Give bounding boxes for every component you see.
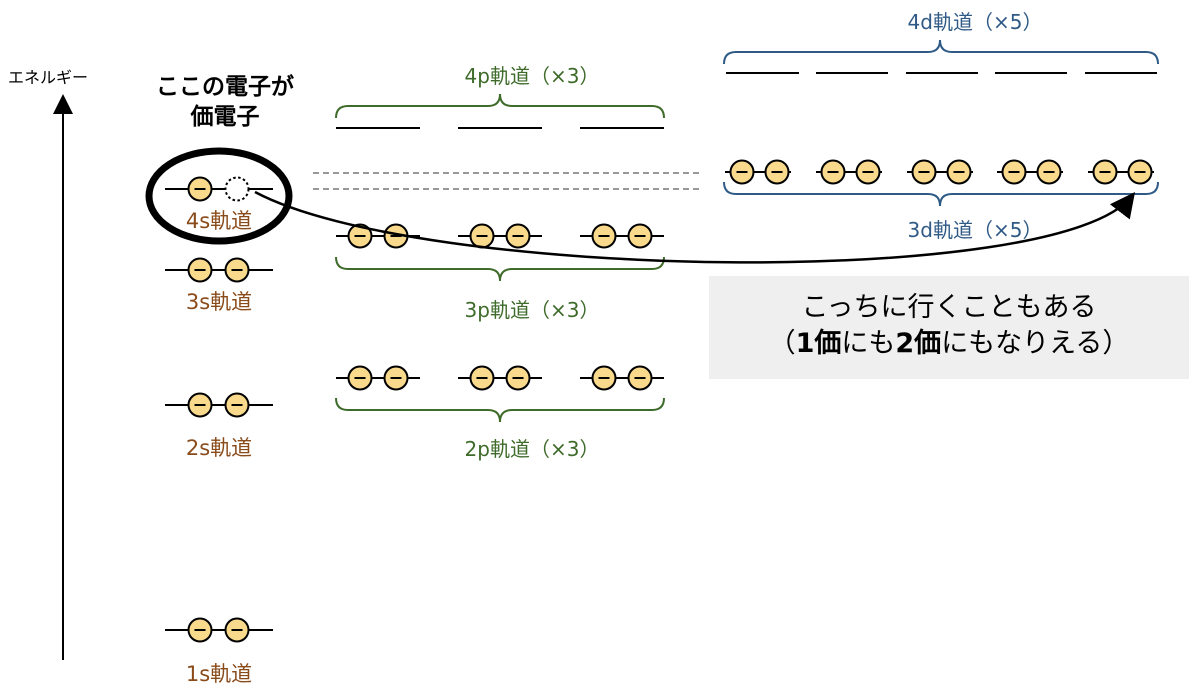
note-divalent: 2価: [895, 328, 942, 359]
label-2p: 2p軌道（×3）: [464, 437, 600, 461]
note-line1: こっちに行くこともある: [801, 292, 1097, 323]
electron-icon: [187, 176, 213, 202]
label-3d: 3d軌道（×5）: [907, 218, 1043, 242]
orbital-3s: [165, 257, 273, 283]
valence-callout-line2: 価電子: [190, 104, 260, 130]
electron-icon: [1092, 159, 1118, 185]
label-4d: 4d軌道（×5）: [907, 10, 1043, 34]
label-4s: 4s軌道: [185, 209, 253, 233]
brace-3d: [723, 181, 1159, 207]
electron-icon: [820, 159, 846, 185]
brace-4p: [335, 93, 665, 119]
electron-icon: [469, 223, 495, 249]
note-line2-end: にもなりえる）: [941, 328, 1130, 359]
orbital-3d: [723, 159, 1159, 207]
electron-icon: [764, 159, 790, 185]
orbital-2p: [335, 365, 665, 423]
label-3s: 3s軌道: [185, 290, 253, 314]
electron-icon: [505, 365, 531, 391]
electron-icon: [347, 365, 373, 391]
electron-icon: [505, 223, 531, 249]
label-3p: 3p軌道（×3）: [464, 298, 600, 322]
vacancy-icon: [224, 176, 250, 202]
orbital-4p: [335, 93, 665, 129]
electron-icon: [1001, 159, 1027, 185]
electron-icon: [187, 617, 213, 643]
orbital-1s: [165, 617, 273, 643]
energy-axis-label: エネルギー: [8, 68, 89, 87]
electron-icon: [1127, 159, 1153, 185]
electron-icon: [187, 392, 213, 418]
electron-icon: [224, 257, 250, 283]
valence-highlight-ellipse: [145, 147, 293, 245]
brace-3p: [335, 256, 665, 282]
note-line2: （1価にも2価にもなりえる）: [709, 326, 1189, 362]
electron-icon: [911, 159, 937, 185]
electron-icon: [469, 365, 495, 391]
valence-callout-line1: ここの電子が: [156, 74, 294, 100]
electron-icon: [627, 365, 653, 391]
electron-icon: [591, 223, 617, 249]
brace-4d: [723, 39, 1159, 65]
orbital-2s: [165, 392, 273, 418]
electron-icon: [946, 159, 972, 185]
note-monovalent: 1価: [795, 328, 842, 359]
brace-2p: [335, 397, 665, 423]
electron-icon: [383, 365, 409, 391]
orbital-4s: [165, 176, 273, 202]
valence-electron-callout: ここの電子が 価電子: [140, 72, 310, 132]
electron-icon: [1036, 159, 1062, 185]
electron-icon: [855, 159, 881, 185]
label-4p: 4p軌道（×3）: [464, 64, 600, 88]
electron-icon: [627, 223, 653, 249]
note-line2-open: （: [768, 328, 796, 359]
transition-arrow: [254, 190, 1136, 264]
electron-icon: [224, 617, 250, 643]
electron-icon: [729, 159, 755, 185]
electron-icon: [591, 365, 617, 391]
label-1s: 1s軌道: [185, 662, 253, 686]
orbital-4d: [723, 39, 1159, 74]
electron-icon: [224, 392, 250, 418]
electron-icon: [187, 257, 213, 283]
label-2s: 2s軌道: [185, 436, 253, 460]
note-box: こっちに行くこともある （1価にも2価にもなりえる）: [709, 276, 1189, 379]
note-line2-mid: にも: [841, 328, 896, 359]
